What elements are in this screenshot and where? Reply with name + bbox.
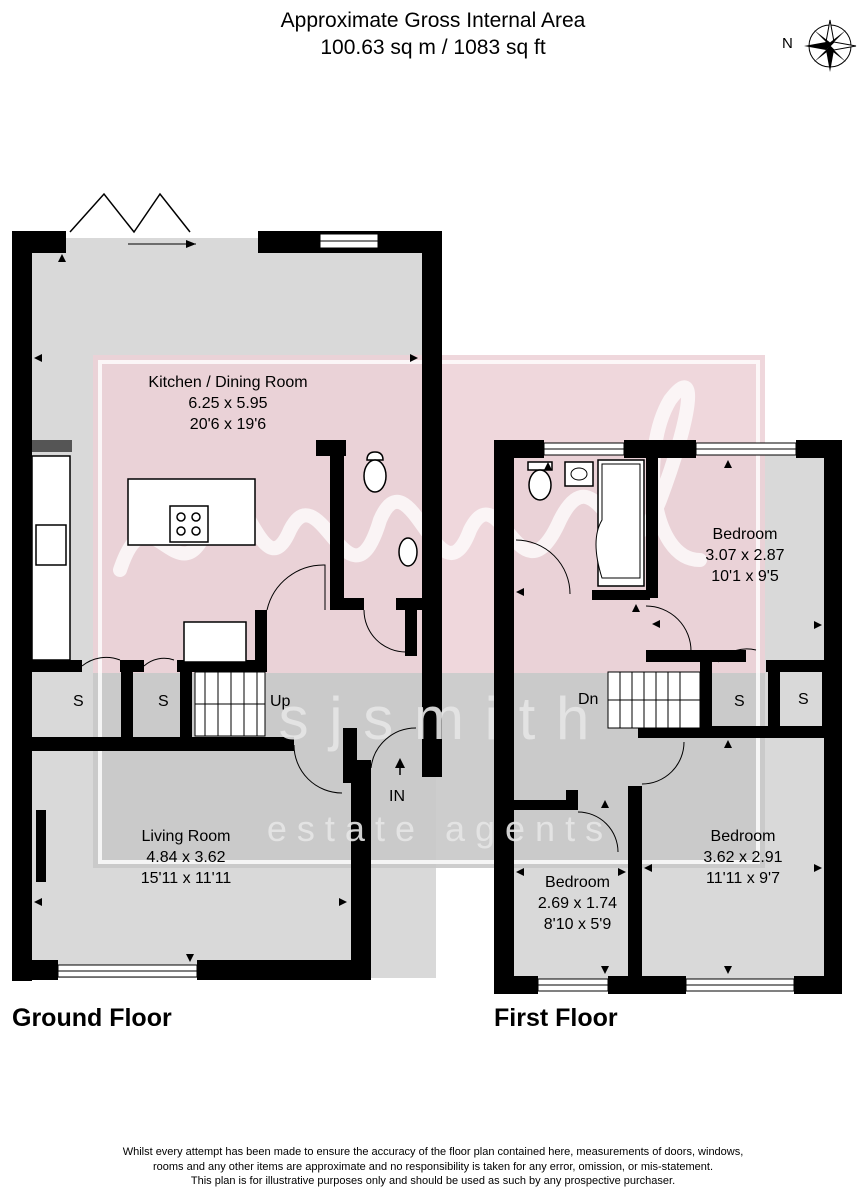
bedroom-3-name: Bedroom (545, 874, 610, 891)
ground-floor-walls (12, 231, 442, 981)
living-room-name: Living Room (141, 828, 231, 845)
living-room-metric: 4.84 x 3.62 (146, 849, 226, 866)
first-floor-title: First Floor (494, 1004, 618, 1032)
kitchen-dining-name: Kitchen / Dining Room (148, 374, 308, 391)
bedroom-1-imperial: 10'1 x 9'5 (711, 568, 779, 585)
watermark-tagline: e s t a t e a g e n t s (266, 808, 604, 849)
bedroom-1-metric: 3.07 x 2.87 (705, 547, 785, 564)
kitchen-dining-imperial: 20'6 x 19'6 (189, 416, 267, 433)
ground-storage-2-label: S (158, 693, 169, 710)
stairs-up-label: Up (270, 693, 291, 710)
compass-rose-icon (804, 19, 857, 72)
first-floor-dimension-ticks (516, 460, 822, 974)
kitchen-dining-label: Kitchen / Dining Room 6.25 x 5.95 20'6 x… (108, 372, 348, 435)
bedroom-3-label: Bedroom 2.69 x 1.74 8'10 x 5'9 (515, 872, 640, 935)
entrance-label: IN (389, 788, 405, 805)
living-room-label: Living Room 4.84 x 3.62 15'11 x 11'11 (106, 826, 266, 889)
bedroom-1-label: Bedroom 3.07 x 2.87 10'1 x 9'5 (680, 524, 810, 587)
ground-floor-dimension-ticks (34, 254, 418, 962)
disclaimer-line-3: This plan is for illustrative purposes o… (190, 1175, 676, 1187)
bedroom-1-name: Bedroom (712, 526, 778, 543)
ground-storage-1-label: S (73, 693, 84, 710)
compass-label: N (782, 35, 793, 52)
ground-floor-fixtures (31, 192, 418, 978)
first-storage-2-label: S (798, 691, 809, 708)
bedroom-2-name: Bedroom (710, 828, 776, 845)
first-floor-fixtures (515, 442, 797, 992)
area-value: 100.63 sq m / 1083 sq ft (320, 36, 546, 59)
disclaimer-line-1: Whilst every attempt has been made to en… (122, 1146, 744, 1158)
bedroom-2-label: Bedroom 3.62 x 2.91 11'11 x 9'7 (678, 826, 808, 889)
disclaimer-line-2: rooms and any other items are approximat… (152, 1160, 714, 1173)
living-room-imperial: 15'11 x 11'11 (140, 870, 232, 887)
stairs-down-label: Dn (578, 691, 599, 708)
disclaimer: Whilst every attempt has been made to en… (60, 1145, 806, 1189)
ground-floor-title: Ground Floor (12, 1004, 172, 1032)
first-storage-1-label: S (734, 693, 745, 710)
area-title: Approximate Gross Internal Area (280, 9, 586, 32)
bedroom-2-metric: 3.62 x 2.91 (703, 849, 783, 866)
bedroom-3-metric: 2.69 x 1.74 (537, 895, 618, 912)
bedroom-2-imperial: 11'11 x 9'7 (705, 870, 780, 887)
watermark-brand: s j s m i t h (278, 685, 592, 752)
bedroom-3-imperial: 8'10 x 5'9 (543, 916, 612, 933)
kitchen-dining-metric: 6.25 x 5.95 (188, 395, 268, 412)
